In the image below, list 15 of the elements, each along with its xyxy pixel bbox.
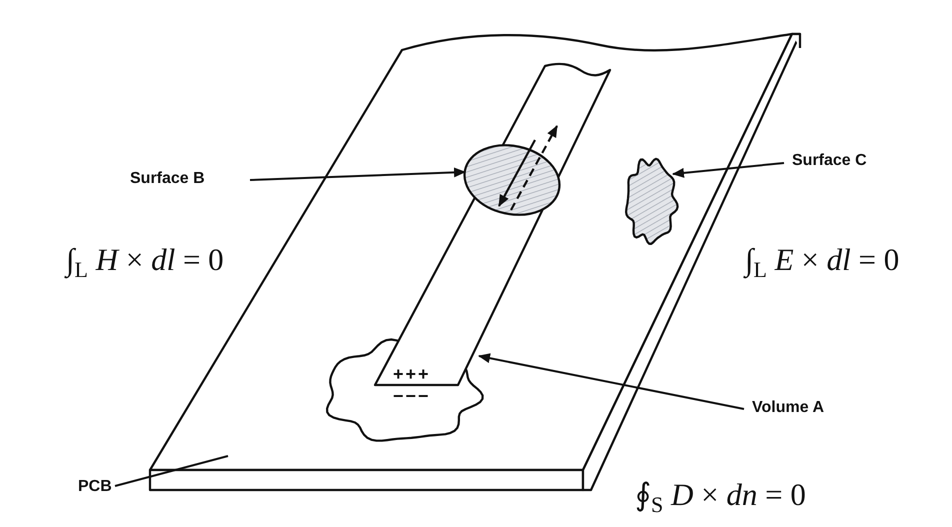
leader-line [478, 353, 744, 410]
charge-signs: −−− [393, 386, 431, 407]
leader-line [114, 455, 228, 487]
leader-line [672, 162, 784, 178]
callout-label: Volume A [752, 399, 824, 417]
callout-label: Surface C [792, 152, 867, 170]
equation: ∫$_{L}$ H × dl = 0 [66, 242, 224, 284]
equation: ∫$_{L}$ E × dl = 0 [745, 242, 900, 284]
callout-label: Surface B [130, 170, 205, 188]
callout-label: PCB [78, 478, 112, 496]
equation: ∮$_{S}$ D × dn = 0 [635, 476, 806, 518]
leader-line [250, 167, 466, 181]
hatched-ellipse [463, 144, 561, 216]
hatched-surface-blob [625, 158, 679, 245]
charge-signs: +++ [393, 364, 431, 385]
